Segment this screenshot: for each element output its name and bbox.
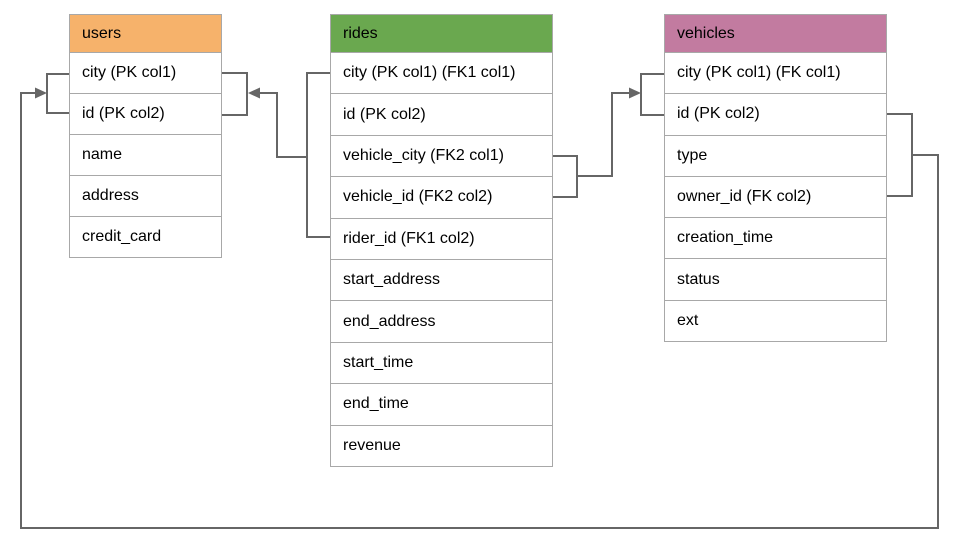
table-rows: city (PK col1) (FK1 col1)id (PK col2)veh… — [331, 53, 552, 466]
table-row: type — [665, 134, 886, 176]
table-header-users: users — [70, 15, 221, 53]
table-header-rides: rides — [331, 15, 552, 53]
table-row: id (PK col2) — [665, 93, 886, 134]
table-row: credit_card — [70, 216, 221, 257]
table-row: ext — [665, 299, 886, 341]
vehicles-right-bracket — [887, 113, 913, 197]
table-row: revenue — [331, 424, 552, 466]
table-row: city (PK col1) (FK1 col1) — [343, 64, 516, 82]
fk2-link-line — [577, 92, 630, 177]
table-title: rides — [343, 24, 378, 42]
table-row: city (PK col1) — [82, 64, 177, 81]
table-row: name — [70, 134, 221, 175]
table-row: owner_id (FK col2) — [665, 175, 886, 217]
table-row: creation_time — [665, 217, 886, 258]
fk3-arrowhead-right-icon — [35, 87, 47, 99]
table-row: vehicle_id (FK2 col2) — [331, 176, 552, 217]
fk1-link-line — [259, 92, 307, 158]
fk1-arrowhead-left-icon — [248, 87, 260, 99]
table-row: city (PK col1) (FK col1) — [677, 64, 841, 82]
table-row: rider_id (FK1 col2) — [331, 217, 552, 259]
table-row: status — [665, 258, 886, 299]
rides-right-bracket — [553, 155, 578, 198]
fk2-arrowhead-right-icon — [629, 87, 641, 99]
table-row: start_time — [331, 341, 552, 383]
rides-left-bracket — [306, 72, 330, 238]
table-row: id (PK col2) — [70, 93, 221, 134]
table-vehicles: vehicles city (PK col1) (FK col1) id (PK … — [664, 14, 887, 342]
table-rides: rides city (PK col1) (FK1 col1) id (PK co… — [330, 14, 553, 467]
table-row: end_time — [331, 383, 552, 424]
table-row: address — [70, 175, 221, 216]
table-header-vehicles: vehicles — [665, 15, 886, 53]
vehicles-left-bracket — [640, 73, 664, 116]
table-rows: city (PK col1) (FK col1) id (PK col2)type… — [665, 53, 886, 341]
table-row: vehicle_city (FK2 col1) — [331, 134, 552, 176]
users-left-bracket — [46, 73, 69, 114]
table-title: users — [82, 24, 122, 42]
table-title: vehicles — [677, 24, 735, 42]
table-row: end_address — [331, 300, 552, 341]
table-row: id (PK col2) — [331, 93, 552, 134]
table-row: start_address — [331, 259, 552, 300]
users-right-bracket — [222, 72, 248, 116]
